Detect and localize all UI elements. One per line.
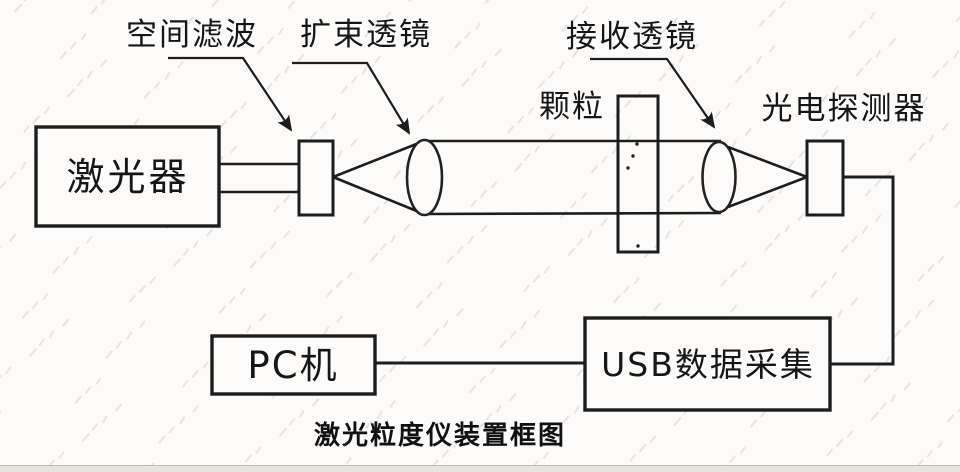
usb-daq-box-label: USB数据采集 bbox=[601, 345, 815, 384]
laser-box-label: 激光器 bbox=[66, 155, 189, 199]
converging-ray-top bbox=[727, 145, 808, 179]
spatial-filter-box bbox=[297, 139, 335, 217]
laser-box bbox=[34, 125, 221, 228]
spatial-filter-leader-arrow bbox=[168, 56, 293, 132]
photodetector-box bbox=[805, 139, 845, 217]
receiving-lens-leader-arrow bbox=[590, 57, 716, 129]
beam-paths bbox=[219, 139, 722, 216]
leader-arrows bbox=[168, 56, 716, 135]
diverging-ray-bottom bbox=[332, 175, 425, 216]
receiving-lens-shape bbox=[701, 140, 737, 214]
converging-ray-bottom bbox=[727, 175, 808, 209]
sample-cell bbox=[616, 94, 660, 254]
collimated-beam-bottom bbox=[423, 211, 722, 216]
detector-to-usb-wire bbox=[830, 175, 895, 366]
page-edge-strip bbox=[0, 466, 960, 472]
diagram-caption: 激光粒度仪装置框图 bbox=[314, 420, 566, 451]
diverging-ray-top bbox=[332, 139, 425, 179]
beam-expander-leader-arrow bbox=[292, 61, 411, 135]
particles-label: 颗粒 bbox=[539, 89, 605, 125]
spatial-filter-label: 空间滤波 bbox=[126, 17, 258, 53]
usb-daq-box bbox=[583, 316, 832, 412]
beam-expander-lens-shape bbox=[405, 138, 444, 217]
pc-box bbox=[210, 334, 377, 396]
photodetector-label: 光电探测器 bbox=[762, 91, 927, 127]
beam-expander-label: 扩束透镜 bbox=[300, 17, 432, 53]
pc-box-label: PC机 bbox=[247, 344, 338, 387]
particle-dots bbox=[626, 142, 640, 248]
receiving-lens-label: 接收透镜 bbox=[566, 19, 698, 55]
